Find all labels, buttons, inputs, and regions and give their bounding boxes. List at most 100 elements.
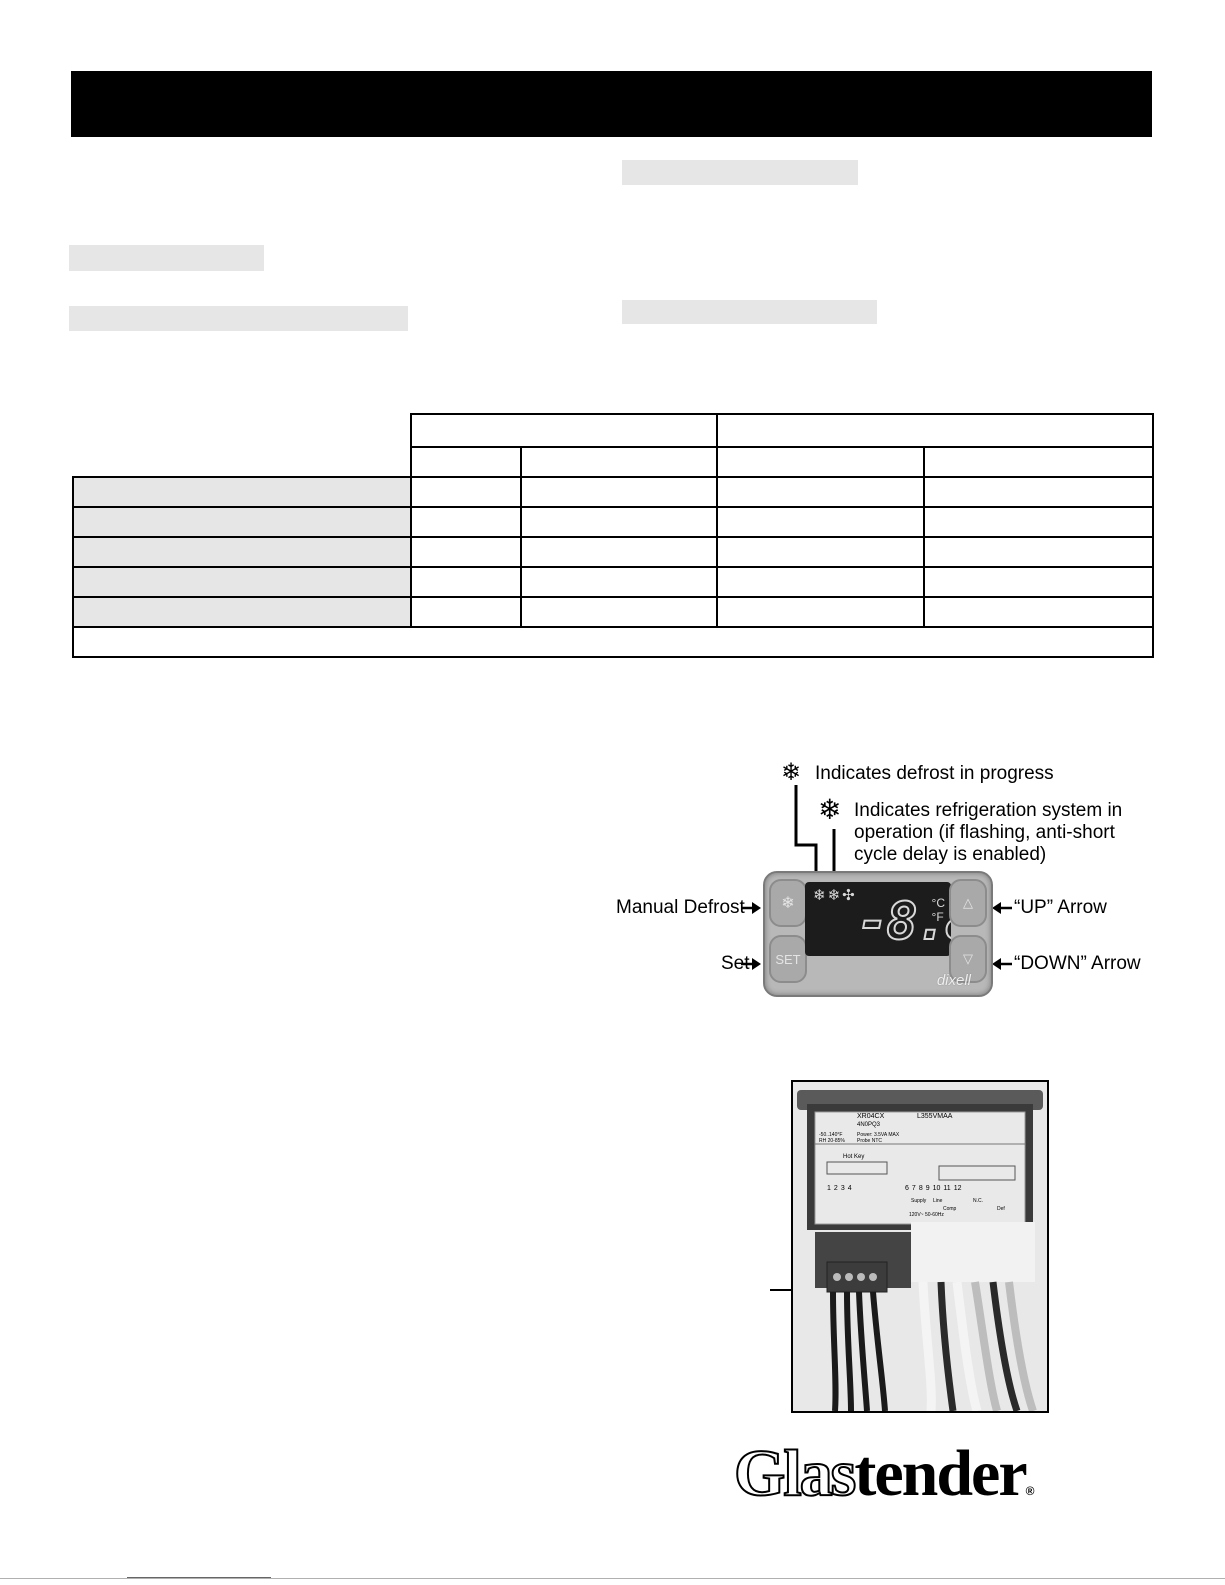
down-button[interactable]: ▽ [949,935,987,983]
terminal-number: 12 [953,1185,962,1192]
label-model: XR04CX [857,1113,885,1120]
display-status-icons: ❄❄✣ [813,887,857,904]
unit-fahrenheit: °F [931,910,944,924]
manual-defrost-button[interactable]: ❄ [769,879,807,927]
label-model-code: 4N0PQ3 [857,1122,881,1128]
table-cell [410,536,522,568]
table-cell [520,536,718,568]
table-cell [923,596,1154,628]
table-footnote [72,626,1154,658]
refrigeration-label-line3: cycle delay is enabled) [854,844,1047,865]
table-cell [716,596,925,628]
up-button[interactable]: △ [949,879,987,927]
unit-celsius: °C [931,896,945,910]
wiring-photo-illustration [793,1082,1047,1411]
table-row [72,596,1154,628]
right-heading-1 [622,160,858,185]
up-arrow-label: “UP” Arrow [1014,897,1107,918]
terminal-number: 9 [925,1185,930,1192]
terminal-number: 7 [911,1185,916,1192]
table-group-header-2 [716,413,1154,448]
refrigeration-label-line1: Indicates refrigeration system in [854,800,1123,821]
label-voltage: 120V~ 50-60Hz [909,1212,944,1218]
terminal-number: 11 [943,1185,951,1192]
table-row [72,506,1154,538]
refrigeration-label-line2: operation (if flashing, anti-short [854,822,1115,843]
table-cell [923,506,1154,538]
table-row [72,476,1154,508]
label-probe: Probe NTC [857,1138,883,1144]
table-cell [923,566,1154,598]
logo-wordmark: Glastender® [733,1437,1035,1527]
terminal-row: 6 7 8 9 10 11 12 [905,1185,962,1192]
logo-solid-text: tender [854,1437,1027,1510]
left-heading-2 [69,306,408,331]
thermostat-controller: ❄ SET ❄❄✣ -8.8 °C °F △ ▽ dixell [763,871,993,997]
defrost-drip-icon: ❄ [781,759,802,786]
table-cell [520,476,718,508]
defrost-button-icon: ❄ [781,895,795,912]
terminal-number: 10 [932,1185,941,1192]
table-group-header-1 [410,413,718,448]
logo-outline-text: Glas [733,1437,857,1511]
table-cell [410,476,522,508]
label-comp: Comp [943,1206,957,1212]
controller-wiring-photo: XR04CX 4N0PQ3 L355VMAA -50..140°F RH 20-… [791,1080,1049,1413]
table-cell [716,506,925,538]
footer-link-underline[interactable] [127,1577,271,1578]
table-row-label [72,506,412,538]
terminal-number: 8 [918,1185,923,1192]
table-header-row-1 [73,413,1154,448]
label-humidity: RH 20-85% [819,1138,845,1144]
title-bar [71,71,1152,137]
manual-defrost-label: Manual Defrost [616,897,745,918]
table-cell [410,596,522,628]
table-subheader [716,446,925,478]
table-header-row-2 [73,446,1154,478]
table-row [72,536,1154,568]
set-button[interactable]: SET [769,935,807,983]
down-button-icon: ▽ [963,951,973,966]
set-label: Set [721,953,750,974]
label-supply: Supply [911,1198,927,1204]
controller-brand: dixell [936,972,971,989]
label-line: Line [933,1198,943,1204]
table-subheader [923,446,1154,478]
logo-registered-mark: ® [1025,1484,1035,1498]
table-cell [923,536,1154,568]
table-corner [73,414,411,447]
table-row [72,566,1154,598]
label-power: Power: 3.5VA MAX [857,1132,900,1138]
table-cell [716,536,925,568]
table-row-label [72,476,412,508]
label-nc: N.C. [973,1198,983,1204]
glastender-logo: Glastender® [733,1437,1034,1511]
up-arrow-pointer-icon [992,902,1012,914]
terminal-number: 1 [827,1185,831,1192]
up-button-icon: △ [963,895,973,910]
table-row-label [72,596,412,628]
label-def: Def [997,1206,1005,1212]
table-cell [716,566,925,598]
terminal-number: 4 [847,1185,852,1192]
set-button-label: SET [775,951,801,967]
label-range: -50..140°F [819,1132,843,1138]
snowflake-icon: ❄ [818,794,842,825]
table-cell [410,506,522,538]
right-heading-2 [622,300,877,324]
table-cell [923,476,1154,508]
terminal-number: 3 [840,1185,845,1192]
set-arrow-icon [741,958,761,970]
display-readout: -8.8 [856,892,951,952]
terminal-number: 6 [905,1185,909,1192]
table-cell [716,476,925,508]
table-subheader [520,446,718,478]
footer-rule [0,1578,1225,1579]
table-row-label [72,566,412,598]
table-footnote-row [72,626,1154,658]
display-units: °C °F [932,896,945,924]
manual-defrost-arrow-icon [741,902,761,914]
down-arrow-pointer-icon [992,958,1012,970]
down-arrow-label: “DOWN” Arrow [1014,953,1141,974]
label-hot-key: Hot Key [843,1154,865,1160]
